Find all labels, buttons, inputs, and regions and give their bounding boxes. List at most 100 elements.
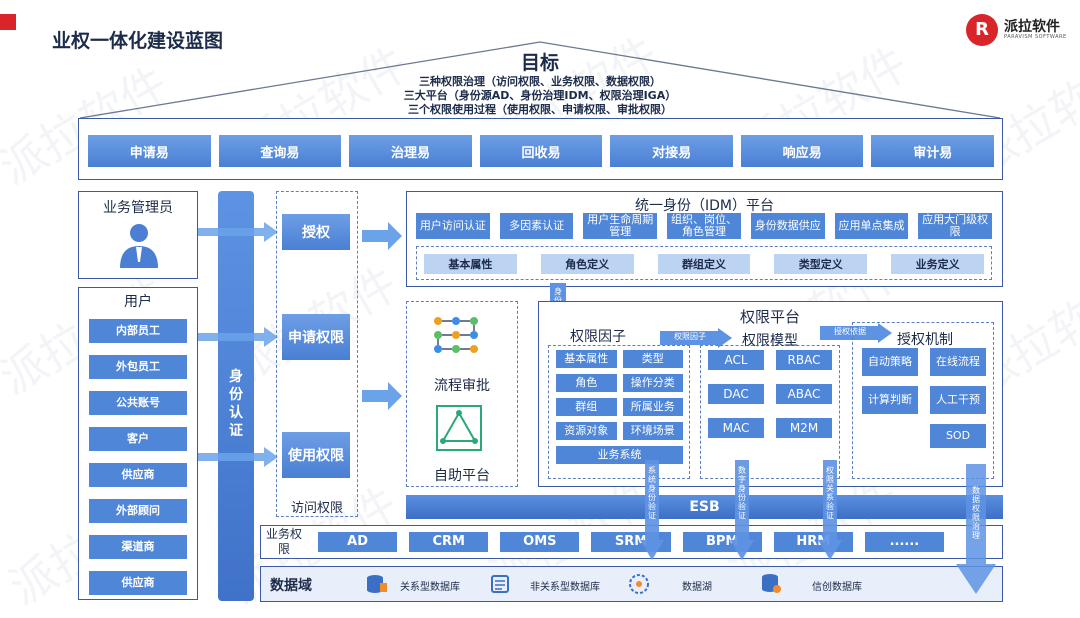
identity-auth-column xyxy=(218,191,254,601)
model-grid: ACL RBAC DAC ABAC MAC M2M xyxy=(708,350,832,438)
mechanism-item[interactable]: 计算判断 xyxy=(862,386,918,414)
database-icon xyxy=(367,575,387,593)
self-service-label: 自助平台 xyxy=(434,468,490,484)
easy-item-query[interactable]: 查询易 xyxy=(218,135,342,167)
factor-item[interactable]: 操作分类 xyxy=(622,374,683,392)
user-item[interactable]: 外包员工 xyxy=(89,355,187,379)
model-item[interactable]: RBAC xyxy=(776,350,832,370)
factor-item[interactable]: 环境场景 xyxy=(622,422,683,440)
factor-arrow-label: 权限因子 xyxy=(674,332,706,341)
factor-box xyxy=(548,345,690,479)
biz-admin-title: 业务管理员 xyxy=(103,200,173,216)
easy-row: 申请易 查询易 治理易 回收易 对接易 响应易 审计易 xyxy=(88,135,995,167)
permission-platform-title: 权限平台 xyxy=(739,308,800,326)
user-item[interactable]: 外部顾问 xyxy=(89,499,187,523)
esb-bar: ESB xyxy=(406,495,1003,519)
idm-function[interactable]: 应用单点集成 xyxy=(834,213,909,239)
idm-function[interactable]: 用户访问认证 xyxy=(416,213,490,239)
idm-definition[interactable]: 类型定义 xyxy=(774,254,868,274)
idm-function[interactable]: 多因素认证 xyxy=(499,213,574,239)
page-title: 业权一体化建设蓝图 xyxy=(52,30,224,52)
data-governance-label: 数据权限治理 xyxy=(972,486,980,540)
model-item[interactable]: DAC xyxy=(708,384,764,404)
user-item[interactable]: 供应商 xyxy=(89,463,187,487)
idm-title: 统一身份（IDM）平台 xyxy=(635,198,774,214)
biz-system[interactable]: ...... xyxy=(864,532,944,552)
biz-permission-label: 业务权限 xyxy=(266,527,303,556)
idm-definition[interactable]: 角色定义 xyxy=(540,254,634,274)
self-service-icon xyxy=(436,405,482,451)
idm-functions: 用户访问认证 多因素认证 用户生命周期管理 组织、岗位、角色管理 身份数据供应 … xyxy=(416,213,993,239)
left-arrows xyxy=(198,222,278,467)
idm-definition[interactable]: 群组定义 xyxy=(657,254,751,274)
model-box xyxy=(700,345,840,479)
logo-icon: R xyxy=(966,14,998,46)
idm-definition[interactable]: 业务定义 xyxy=(891,254,984,274)
apply-permission-button[interactable]: 申请权限 xyxy=(282,314,350,360)
easy-item-govern[interactable]: 治理易 xyxy=(349,135,472,167)
model-item[interactable]: ACL xyxy=(708,350,764,370)
user-item[interactable]: 渠道商 xyxy=(89,535,187,559)
easy-item-apply[interactable]: 申请易 xyxy=(88,135,211,167)
verify-arrow xyxy=(818,460,842,560)
verify-label: 系统身份验证 xyxy=(648,466,656,520)
goal-line: 三个权限使用过程（使用权限、申请权限、审批权限） xyxy=(408,103,672,116)
use-permission-button[interactable]: 使用权限 xyxy=(282,432,350,478)
idm-function[interactable]: 用户生命周期管理 xyxy=(583,213,658,239)
mechanism-box xyxy=(852,322,994,479)
factor-item[interactable]: 基本属性 xyxy=(556,350,617,368)
user-item[interactable]: 客户 xyxy=(89,427,187,451)
access-permission-box xyxy=(276,191,358,517)
data-domain-item: 非关系型数据库 xyxy=(530,582,600,593)
users-list: 内部员工 外包员工 公共账号 客户 供应商 外部顾问 渠道商 供应商 xyxy=(89,319,187,595)
factor-item[interactable]: 业务系统 xyxy=(556,446,683,464)
factor-title: 权限因子 xyxy=(570,329,626,345)
mechanism-item[interactable]: 在线流程 xyxy=(930,348,986,376)
idm-function[interactable]: 身份数据供应 xyxy=(750,213,825,239)
easy-item-integrate[interactable]: 对接易 xyxy=(610,135,733,167)
factor-item[interactable]: 资源对象 xyxy=(556,422,617,440)
easy-item-respond[interactable]: 响应易 xyxy=(740,135,864,167)
users-title: 用户 xyxy=(124,294,152,310)
flow-approval-label: 流程审批 xyxy=(434,378,490,394)
factor-item[interactable]: 群组 xyxy=(556,398,617,416)
mechanism-grid: 自动策略 在线流程 计算判断 人工干预 SOD xyxy=(862,348,986,448)
data-domain-item: 信创数据库 xyxy=(812,582,862,593)
authorize-button[interactable]: 授权 xyxy=(282,214,350,250)
flow-box xyxy=(406,301,518,487)
easy-item-audit[interactable]: 审计易 xyxy=(871,135,995,167)
model-item[interactable]: M2M xyxy=(776,418,832,438)
factor-arrow xyxy=(660,328,732,348)
biz-systems: AD CRM OMS SRM BPM HRM ...... xyxy=(318,532,944,552)
admin-person-icon xyxy=(120,224,158,268)
access-permission-label: 访问权限 xyxy=(290,501,343,516)
user-item[interactable]: 内部员工 xyxy=(89,319,187,343)
goal-line: 三种权限治理（访问权限、业务权限、数据权限） xyxy=(419,75,661,88)
biz-system[interactable]: CRM xyxy=(409,532,489,552)
model-item[interactable]: MAC xyxy=(708,418,764,438)
idm-function[interactable]: 组织、岗位、角色管理 xyxy=(667,213,741,239)
factor-item[interactable]: 所属业务 xyxy=(622,398,683,416)
idm-definition[interactable]: 基本属性 xyxy=(424,254,517,274)
accent-bar xyxy=(0,14,16,30)
logo-subtitle: PARAVISM SOFTWARE xyxy=(1004,34,1067,40)
data-domain-label: 数据域 xyxy=(270,578,312,594)
user-item[interactable]: 供应商 xyxy=(89,571,187,595)
biz-system[interactable]: AD xyxy=(318,532,398,552)
mechanism-item[interactable]: 自动策略 xyxy=(862,348,918,376)
mechanism-item[interactable]: 人工干预 xyxy=(930,386,986,414)
easy-item-revoke[interactable]: 回收易 xyxy=(479,135,603,167)
model-item[interactable]: ABAC xyxy=(776,384,832,404)
mechanism-item[interactable]: SOD xyxy=(930,424,986,448)
biz-system[interactable]: OMS xyxy=(500,532,580,552)
idm-function[interactable]: 应用大门级权限 xyxy=(918,213,993,239)
roof-outline xyxy=(79,41,1001,119)
idm-definitions-box xyxy=(416,246,992,280)
factor-item[interactable]: 角色 xyxy=(556,374,617,392)
data-governance-arrow xyxy=(956,464,996,594)
user-item[interactable]: 公共账号 xyxy=(89,391,187,415)
data-lake-icon xyxy=(629,574,649,594)
logo-text: 派拉软件 xyxy=(1004,19,1060,35)
model-arrow xyxy=(820,323,892,343)
factor-item[interactable]: 类型 xyxy=(622,350,683,368)
